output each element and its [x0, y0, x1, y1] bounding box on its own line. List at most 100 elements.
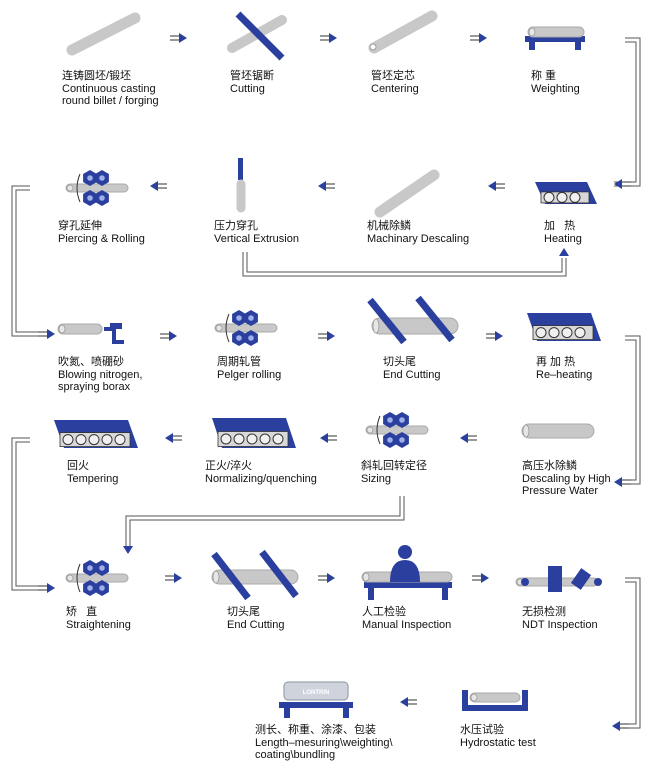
flow-arrow-bypass-up [559, 248, 569, 256]
extrusion-icon-7 [236, 158, 246, 213]
step-label-en: Re–heating [536, 368, 593, 381]
step-label-zh: 测长、称重、涂漆、包装 [255, 724, 376, 736]
step-label-en: Cutting [230, 82, 265, 95]
step-label-zh: 再 加 热 [536, 356, 576, 368]
flow-arrow-3 [470, 33, 487, 43]
connector-sizing-to-straightening [125, 496, 405, 546]
step-label-zh: 正火/淬火 [205, 460, 253, 472]
ndt-icon-20 [515, 566, 602, 592]
step-label-zh: 切头尾 [227, 606, 260, 618]
flow-arrow-16 [400, 697, 417, 707]
step-label-en: Blowing nitrogen, spraying borax [58, 368, 143, 394]
furnace-icon-12 [527, 313, 601, 341]
brand-text: LONTRIN [303, 690, 330, 696]
step-label-en: Normalizing/quenching [205, 472, 317, 485]
flow-arrow-2 [320, 33, 337, 43]
flow-arrow-4 [150, 181, 167, 191]
descaling-icon-6 [374, 169, 440, 218]
step-label-zh: 斜轧回转定径 [361, 460, 427, 472]
step-label-zh: 矫 直 [66, 606, 98, 618]
flow-arrow-1 [170, 33, 187, 43]
step-label-en: Weighting [531, 82, 580, 95]
step-label-en: Machinary Descaling [367, 232, 470, 245]
step-label-zh: 管坯定芯 [371, 70, 415, 82]
step-label-en: Manual Inspection [362, 618, 452, 631]
flow-arrow-14 [318, 573, 335, 583]
pipe-icon-13 [521, 423, 595, 439]
step-label-en: Length–mesuring\weighting\ coating\bundl… [255, 736, 393, 762]
end-cut-icon-18 [211, 549, 299, 601]
centering-icon-3 [368, 10, 438, 54]
saw-cut-icon-2 [227, 11, 287, 61]
step-label-zh: 称 重 [531, 70, 557, 82]
flow-arrow-connector-2 [38, 329, 55, 339]
furnace-icon-5 [535, 182, 597, 204]
step-label-zh: 周期轧管 [217, 356, 261, 368]
step-label-en: Pelger rolling [217, 368, 282, 381]
rolling-mill-icon-17 [65, 560, 129, 596]
connector-right-1 [614, 37, 641, 187]
connector-right-2 [622, 335, 641, 485]
flow-arrow-connector-1 [614, 179, 631, 189]
step-label-en: Centering [371, 82, 419, 95]
step-label-zh: 穿孔延伸 [58, 220, 102, 232]
flow-arrow-11 [320, 433, 337, 443]
flow-arrow-9 [486, 331, 503, 341]
step-label-en: Vertical Extrusion [214, 232, 299, 245]
step-label-zh: 压力穿孔 [214, 220, 258, 232]
billet-icon-1 [66, 12, 141, 56]
rolling-mill-icon-10 [214, 310, 278, 346]
inspector-icon-19 [361, 545, 453, 600]
step-label-en: NDT Inspection [522, 618, 598, 631]
step-label-en: Tempering [67, 472, 119, 485]
rolling-mill-icon-8 [65, 170, 129, 206]
flow-arrow-8 [318, 331, 335, 341]
step-label-zh: 高压水除鳞 [522, 460, 577, 472]
step-label-zh: 连铸圆坯/锻坯 [62, 70, 132, 82]
flow-arrow-connector-3 [614, 477, 631, 487]
step-label-zh: 无损检测 [522, 606, 566, 618]
hydro-test-icon-21 [462, 690, 528, 711]
step-label-en: Continuous casting round billet / forgin… [62, 82, 159, 108]
flow-arrow-connector-5 [612, 721, 629, 731]
step-label-en: End Cutting [227, 618, 285, 631]
step-label-zh: 水压试验 [460, 724, 504, 736]
step-label-zh: 管坯锯断 [230, 70, 274, 82]
step-label-en: End Cutting [383, 368, 441, 381]
step-label-zh: 加 热 [544, 220, 576, 232]
flow-arrow-sizing-down [123, 546, 133, 554]
connector-right-3 [618, 577, 641, 729]
nozzle-icon-9 [57, 323, 124, 344]
flow-arrow-5 [318, 181, 335, 191]
step-label-en: Piercing & Rolling [58, 232, 145, 245]
step-label-en: Descaling by High Pressure Water [522, 472, 611, 498]
step-label-en: Straightening [66, 618, 131, 631]
step-label-zh: 切头尾 [383, 356, 416, 368]
flow-arrow-connector-4 [38, 583, 55, 593]
step-label-zh: 回火 [67, 460, 89, 472]
bypass-extrusion-to-heating [242, 252, 567, 277]
flow-arrow-10 [165, 433, 182, 443]
flow-arrow-7 [160, 331, 177, 341]
step-label-zh: 吹氮、喷硼砂 [58, 356, 124, 368]
step-label-en: Heating [544, 232, 582, 245]
flow-arrow-13 [165, 573, 182, 583]
